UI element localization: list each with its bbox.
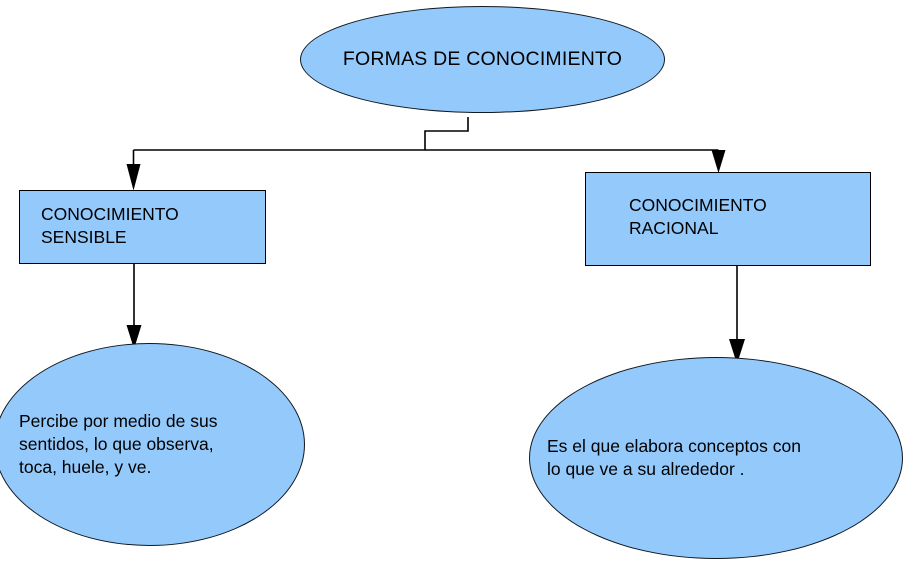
arrowhead-sensible-to-detail: [126, 325, 142, 349]
node-formas-de-conocimiento[interactable]: FORMAS DE CONOCIMIENTO: [300, 6, 665, 113]
arrowhead-racional-to-detail: [729, 339, 745, 364]
node-conocimiento-sensible[interactable]: CONOCIMIENTO SENSIBLE: [19, 190, 266, 264]
node-racional-detail-label: Es el que elabora conceptos con lo que v…: [547, 436, 801, 479]
node-sensible-label: CONOCIMIENTO SENSIBLE: [41, 204, 179, 247]
node-root-label: FORMAS DE CONOCIMIENTO: [342, 47, 623, 70]
node-conocimiento-racional[interactable]: CONOCIMIENTO RACIONAL: [585, 172, 871, 266]
arrowhead-root-to-racional: [711, 150, 726, 173]
edge-root-stem: [424, 117, 469, 150]
arrowhead-root-to-sensible: [126, 164, 141, 191]
node-racional-label: CONOCIMIENTO RACIONAL: [629, 195, 767, 238]
node-conocimiento-sensible-detail[interactable]: Percibe por medio de sus sentidos, lo qu…: [0, 343, 305, 546]
node-sensible-detail-label: Percibe por medio de sus sentidos, lo qu…: [19, 411, 218, 477]
node-conocimiento-racional-detail[interactable]: Es el que elabora conceptos con lo que v…: [529, 357, 903, 559]
